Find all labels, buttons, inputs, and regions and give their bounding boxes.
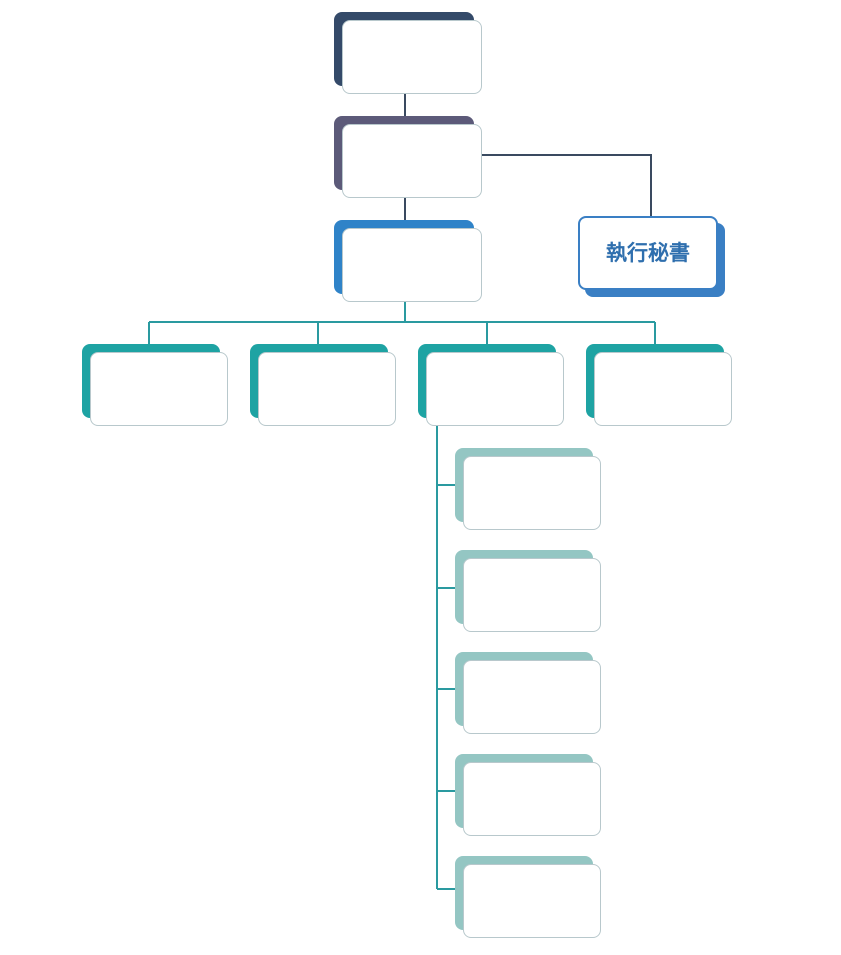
unit-label-line1: 老松社區 [488,768,560,790]
secretary-node: 執行秘書 [578,216,718,290]
board-label: 董事會 [372,36,436,61]
unit-node: 國興非營利 幼兒園 [455,448,601,530]
dept-training-label-line2: 顧問部 [119,382,183,406]
unit-label-line1: 懷中非營利 [479,564,569,586]
secretary-label: 執行秘書 [606,240,690,265]
unit-node: 青年社區 公共托育家園 [455,856,601,938]
unit-node: 老松社區 公共托育家園 [455,754,601,836]
dept-finance-label: 財務部 [623,368,687,393]
unit-node: 懷中社區 公共托育家園 [455,652,601,734]
unit-label-line2: 公共托育家園 [470,791,578,812]
dept-business-node: 事業部 [418,344,564,426]
dept-business-label: 事業部 [455,368,519,393]
unit-label-line1: 青年社區 [488,870,560,892]
unit-label-line2: 公共托育家園 [470,689,578,710]
dept-training-node: 培訓及 顧問部 [82,344,228,426]
dept-finance-node: 財務部 [586,344,732,426]
ceo-label: 執行長 [372,244,436,269]
dept-projects-label: 專案部 [287,368,351,393]
unit-label-line2: 幼兒園 [497,587,551,608]
unit-label-line1: 國興非營利 [479,462,569,484]
board-node: 董事會 [334,12,482,94]
dept-training-label-line1: 培訓及 [119,355,183,380]
dept-projects-node: 專案部 [250,344,396,426]
ceo-node: 執行長 [334,220,482,302]
chairman-node: 董事長 [334,116,482,198]
unit-label-line2: 幼兒園 [497,485,551,506]
unit-label-line1: 懷中社區 [488,666,560,688]
unit-node: 懷中非營利 幼兒園 [455,550,601,632]
unit-label-line2: 公共托育家園 [470,893,578,914]
chairman-label: 董事長 [372,140,436,165]
